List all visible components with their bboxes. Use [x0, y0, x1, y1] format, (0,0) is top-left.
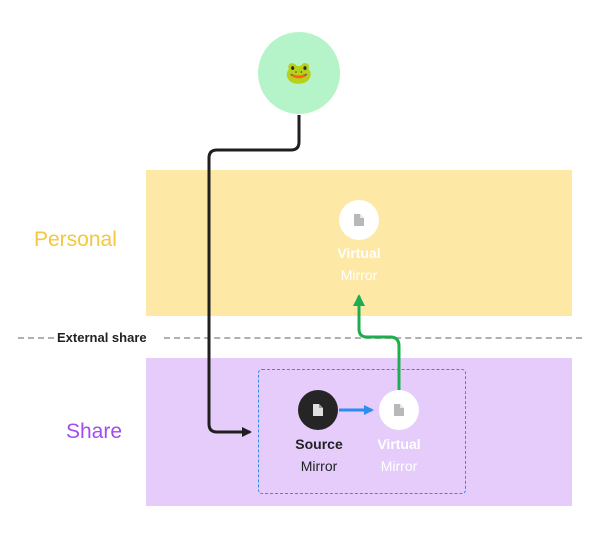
personal-virtual-subtitle: Mirror: [340, 267, 378, 283]
personal-zone-label: Personal: [34, 228, 117, 251]
external-share-divider-left: [18, 337, 54, 339]
share-source-node: [298, 390, 338, 430]
share-source-subtitle: Mirror: [300, 458, 338, 474]
personal-zone: [146, 170, 572, 316]
frog-avatar-icon: 🐸: [285, 60, 313, 85]
share-to-personal-arrow: [353, 294, 401, 390]
document-icon: [313, 404, 323, 416]
external-share-label: External share: [57, 330, 147, 345]
user-avatar: 🐸: [258, 32, 340, 114]
share-zone-label: Share: [66, 420, 123, 443]
share-source-title: Source: [295, 436, 343, 452]
mirror-group-box: [258, 369, 466, 494]
share-virtual-subtitle: Mirror: [380, 458, 418, 474]
personal-virtual-node: [339, 200, 379, 240]
share-virtual-title: Virtual: [377, 436, 421, 452]
user-to-source-arrow: [207, 115, 301, 437]
document-icon: [394, 404, 404, 416]
personal-virtual-title: Virtual: [337, 245, 381, 261]
document-icon: [354, 214, 364, 226]
share-virtual-node: [379, 390, 419, 430]
